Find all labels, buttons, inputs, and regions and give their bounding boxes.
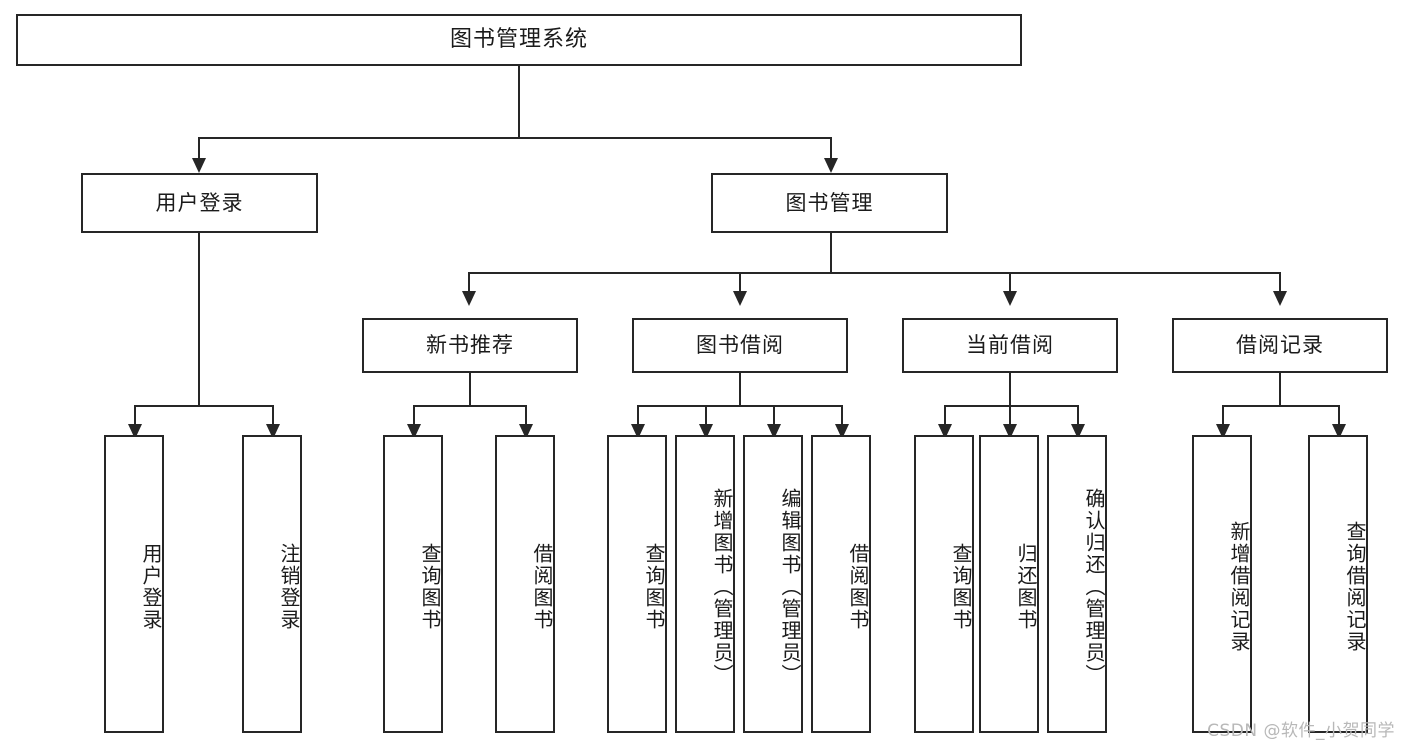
node-book-borrow[interactable]: 图书借阅 (632, 318, 848, 373)
arrowhead-new-book-recommend (462, 291, 476, 306)
connector-root-to-book-management (830, 137, 832, 161)
node-label: 查询图书 (418, 543, 442, 631)
connector-bm-drop-new-book (468, 272, 470, 294)
node-label: 新增借阅记录 (1227, 521, 1251, 653)
connector-bm-drop-current-borrow (1009, 272, 1011, 294)
connector-nbr-stem (469, 373, 471, 406)
leaf-logout[interactable]: 注销登录 (242, 435, 302, 733)
node-label: 当前借阅 (966, 333, 1054, 358)
connector-bb-drop-2 (705, 405, 707, 427)
node-book-management[interactable]: 图书管理 (711, 173, 948, 233)
node-label: 图书管理 (785, 190, 874, 215)
connector-nbr-drop-2 (525, 405, 527, 427)
node-label: 借阅图书 (846, 543, 870, 631)
connector-br-drop-1 (1222, 405, 1224, 427)
node-label: 注销登录 (277, 543, 301, 631)
connector-bb-drop-1 (637, 405, 639, 427)
leaf-bb-borrow-book[interactable]: 借阅图书 (811, 435, 871, 733)
connector-bm-drop-book-borrow (739, 272, 741, 294)
connector-root-to-user-login (198, 137, 200, 161)
node-label: 新增图书（管理员） (710, 488, 734, 686)
connector-cb-bus (944, 405, 1078, 407)
node-user-login[interactable]: 用户登录 (81, 173, 318, 233)
node-label: 归还图书 (1014, 543, 1038, 631)
leaf-nbr-borrow-book[interactable]: 借阅图书 (495, 435, 555, 733)
connector-cb-drop-2 (1009, 405, 1011, 427)
node-label: 用户登录 (155, 190, 244, 215)
connector-bb-drop-4 (841, 405, 843, 427)
watermark-text: CSDN @软件_小贺同学 (1207, 721, 1395, 741)
leaf-cb-confirm-return[interactable]: 确认归还（管理员） (1047, 435, 1107, 733)
arrowhead-current-borrow (1003, 291, 1017, 306)
connector-bb-bus (637, 405, 842, 407)
leaf-bb-query-book[interactable]: 查询图书 (607, 435, 667, 733)
node-label: 查询图书 (642, 543, 666, 631)
connector-user-login-drop-1 (134, 405, 136, 427)
arrowhead-book-borrow (733, 291, 747, 306)
node-label: 查询借阅记录 (1343, 521, 1367, 653)
leaf-nbr-query-book[interactable]: 查询图书 (383, 435, 443, 733)
node-label: 借阅图书 (530, 543, 554, 631)
leaf-bb-edit-book[interactable]: 编辑图书（管理员） (743, 435, 803, 733)
connector-root-stem (518, 66, 520, 138)
node-borrow-record[interactable]: 借阅记录 (1172, 318, 1388, 373)
connector-br-stem (1279, 373, 1281, 406)
leaf-br-add-record[interactable]: 新增借阅记录 (1192, 435, 1252, 733)
arrowhead-book-management (824, 158, 838, 173)
node-label: 查询图书 (949, 543, 973, 631)
node-label: 新书推荐 (426, 333, 514, 358)
node-label: 编辑图书（管理员） (778, 488, 802, 686)
connector-book-management-stem (830, 233, 832, 273)
leaf-br-query-record[interactable]: 查询借阅记录 (1308, 435, 1368, 733)
connector-user-login-drop-2 (272, 405, 274, 427)
connector-cb-drop-3 (1077, 405, 1079, 427)
connector-br-drop-2 (1338, 405, 1340, 427)
node-label: 图书管理系统 (449, 27, 588, 53)
connector-nbr-bus (413, 405, 527, 407)
node-current-borrow[interactable]: 当前借阅 (902, 318, 1118, 373)
connector-cb-stem (1009, 373, 1011, 406)
node-label: 用户登录 (139, 543, 163, 631)
leaf-cb-return-book[interactable]: 归还图书 (979, 435, 1039, 733)
connector-user-login-bus (134, 405, 274, 407)
node-new-book-recommend[interactable]: 新书推荐 (362, 318, 578, 373)
leaf-user-login[interactable]: 用户登录 (104, 435, 164, 733)
node-label: 图书借阅 (696, 333, 784, 358)
arrowhead-user-login (192, 158, 206, 173)
connector-book-management-bus (468, 272, 1280, 274)
node-label: 借阅记录 (1236, 333, 1324, 358)
node-label: 确认归还（管理员） (1082, 488, 1106, 686)
arrowhead-borrow-record (1273, 291, 1287, 306)
connector-user-login-stem (198, 233, 200, 406)
leaf-bb-add-book[interactable]: 新增图书（管理员） (675, 435, 735, 733)
connector-cb-drop-1 (944, 405, 946, 427)
connector-nbr-drop-1 (413, 405, 415, 427)
connector-bm-drop-borrow-record (1279, 272, 1281, 294)
node-root-book-management-system[interactable]: 图书管理系统 (16, 14, 1022, 66)
connector-br-bus (1222, 405, 1338, 407)
connector-bb-stem (739, 373, 741, 406)
leaf-cb-query-book[interactable]: 查询图书 (914, 435, 974, 733)
connector-root-bus (198, 137, 832, 139)
connector-bb-drop-3 (773, 405, 775, 427)
